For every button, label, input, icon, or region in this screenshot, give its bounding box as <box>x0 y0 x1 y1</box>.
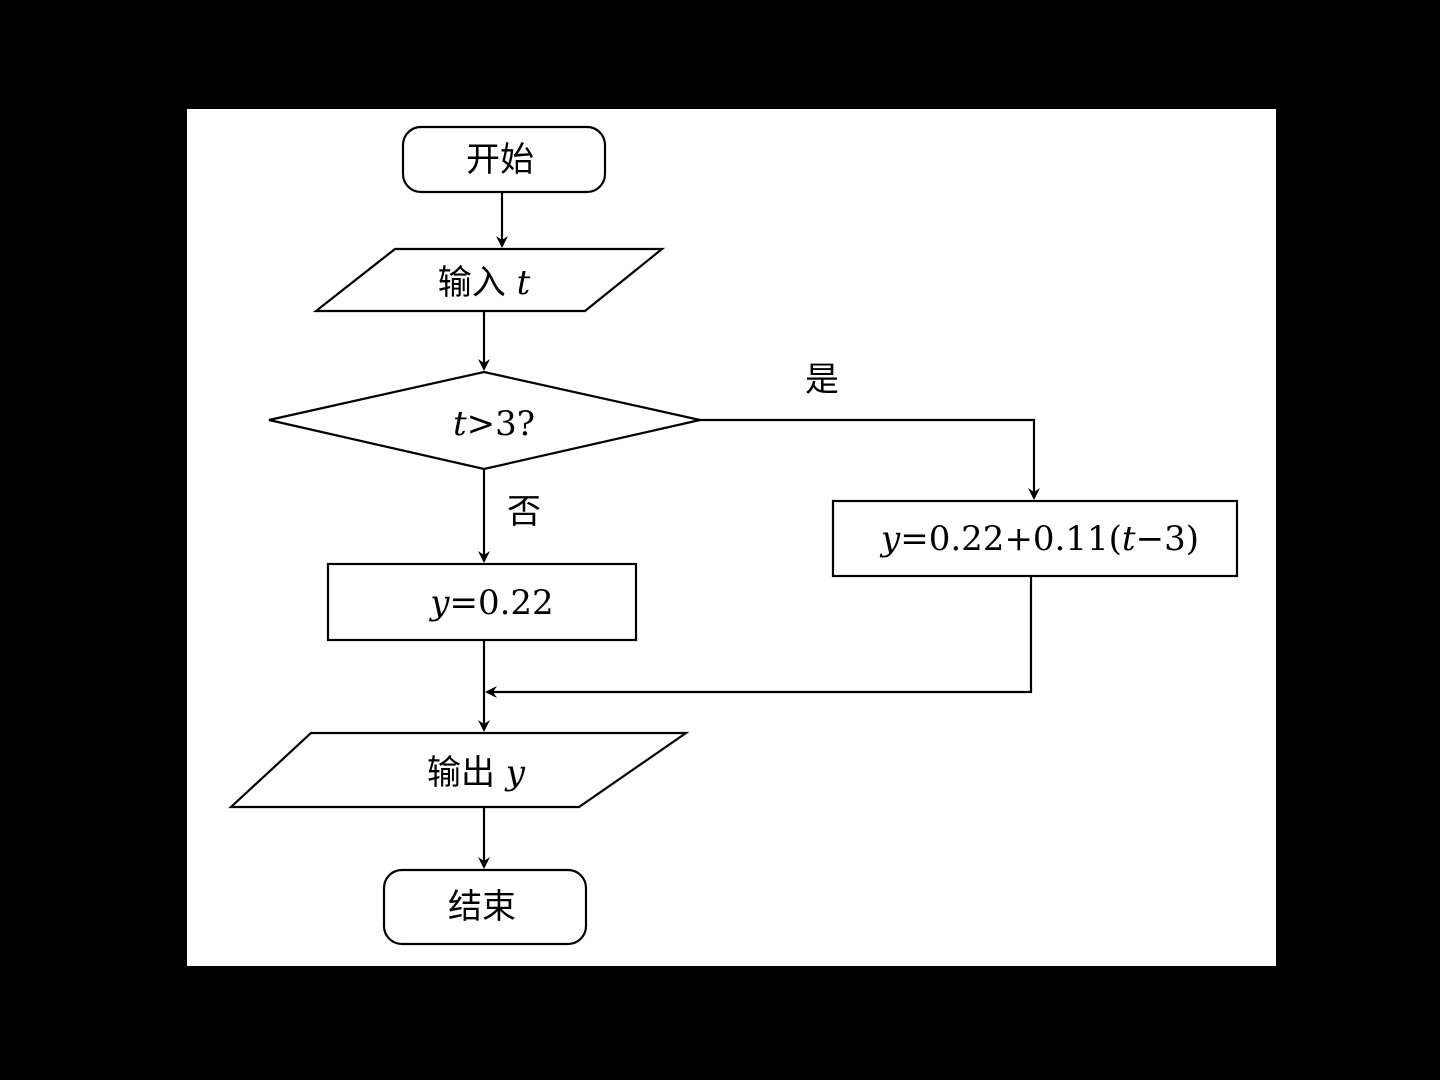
input-label: 输入 t <box>438 263 531 303</box>
assign-yes-node: y=0.22+0.11(t−3) <box>831 499 1239 578</box>
output-node: 输出 y <box>228 731 690 809</box>
decision-node: t>3? <box>268 370 701 471</box>
decision-condition: >3? <box>467 404 535 444</box>
start-label: 开始 <box>466 140 534 180</box>
decision-label: t>3? <box>453 404 535 444</box>
end-label: 结束 <box>448 887 516 927</box>
input-prefix: 输入 <box>438 263 517 303</box>
edge-yes-branch <box>700 418 1040 500</box>
output-label: 输出 y <box>427 753 526 793</box>
assign-yes-part1: =0.22+0.11( <box>900 519 1122 559</box>
yes-branch-label: 是 <box>805 360 839 400</box>
no-branch-label: 否 <box>507 492 541 532</box>
output-prefix: 输出 <box>427 753 506 793</box>
assign-no-var: y <box>428 583 450 623</box>
assign-yes-label: y=0.22+0.11(t−3) <box>879 519 1199 559</box>
end-node: 结束 <box>382 868 588 946</box>
assign-yes-part2: −3) <box>1136 519 1199 559</box>
assign-no-label: y=0.22 <box>428 583 553 623</box>
assign-yes-var2: t <box>1122 519 1136 559</box>
input-node: 输入 t <box>312 247 666 313</box>
assign-yes-var1: y <box>879 519 901 559</box>
edge-yes-merge <box>485 576 1033 698</box>
output-variable: y <box>504 753 526 793</box>
assign-no-rest: =0.22 <box>450 583 554 623</box>
start-node: 开始 <box>401 125 607 194</box>
input-variable: t <box>517 263 531 303</box>
decision-variable: t <box>453 404 467 444</box>
assign-no-node: y=0.22 <box>326 562 638 642</box>
